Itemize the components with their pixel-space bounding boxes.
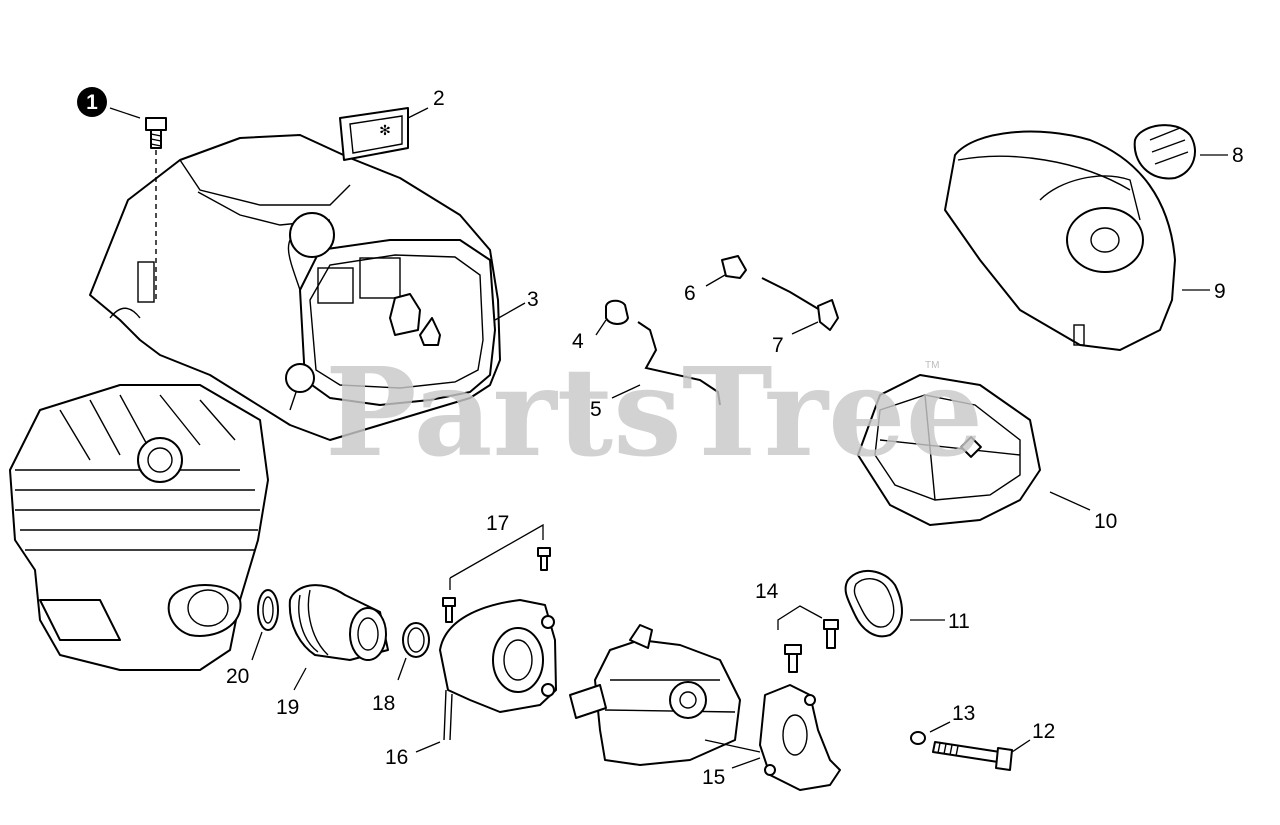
callout-11: 11 bbox=[948, 610, 970, 633]
callout-10: 10 bbox=[1094, 510, 1117, 533]
part-9-filter-cover[interactable] bbox=[944, 130, 1176, 351]
part-4-grommet[interactable] bbox=[605, 299, 629, 325]
part-12-bolt[interactable] bbox=[932, 741, 1013, 771]
callout-19: 19 bbox=[276, 696, 299, 719]
callout-14: 14 bbox=[755, 580, 779, 603]
part-16-manifold[interactable] bbox=[439, 599, 557, 741]
callout-5: 5 bbox=[590, 398, 602, 421]
part-6-clip[interactable] bbox=[721, 255, 747, 279]
cylinder bbox=[9, 384, 269, 671]
part-20-gasket[interactable] bbox=[257, 589, 279, 631]
part-19-intake-boot[interactable] bbox=[288, 584, 389, 661]
part-5-rod[interactable] bbox=[637, 321, 721, 406]
callout-18: 18 bbox=[372, 692, 395, 715]
part-15-adapter[interactable] bbox=[759, 684, 841, 791]
part-8-knob[interactable] bbox=[1133, 124, 1196, 180]
part-17-screws[interactable] bbox=[442, 547, 551, 623]
part-18-o-ring[interactable] bbox=[402, 622, 430, 658]
part-1-bolt[interactable] bbox=[145, 117, 167, 300]
part-14-screws[interactable] bbox=[784, 619, 839, 673]
part-13-washer[interactable] bbox=[910, 731, 926, 745]
part-3-top-cover[interactable] bbox=[89, 134, 501, 441]
callout-2: 2 bbox=[433, 87, 445, 110]
callout-4: 4 bbox=[572, 330, 584, 353]
part-2-label[interactable]: ✻ bbox=[339, 107, 409, 161]
callout-13: 13 bbox=[952, 702, 975, 725]
callout-8: 8 bbox=[1232, 144, 1244, 167]
callout-1-bubble bbox=[77, 87, 107, 117]
part-10-air-filter[interactable] bbox=[857, 374, 1041, 526]
callout-3: 3 bbox=[527, 288, 539, 311]
callout-17: 17 bbox=[486, 512, 509, 535]
part-7-throttle-rod[interactable] bbox=[761, 277, 839, 331]
snowflake-icon: ✻ bbox=[379, 123, 391, 139]
callout-1: 1 bbox=[86, 91, 98, 114]
watermark-text: PartsTree bbox=[325, 340, 983, 484]
part-11-gasket[interactable] bbox=[844, 570, 903, 638]
callout-16: 16 bbox=[385, 746, 408, 769]
carburetor bbox=[569, 624, 761, 766]
callout-9: 9 bbox=[1214, 280, 1226, 303]
watermark-tm: TM bbox=[925, 360, 939, 371]
callout-12: 12 bbox=[1032, 720, 1055, 743]
callout-6: 6 bbox=[684, 282, 696, 305]
callout-7: 7 bbox=[772, 334, 784, 357]
callout-15: 15 bbox=[702, 766, 725, 789]
callout-20: 20 bbox=[226, 665, 249, 688]
